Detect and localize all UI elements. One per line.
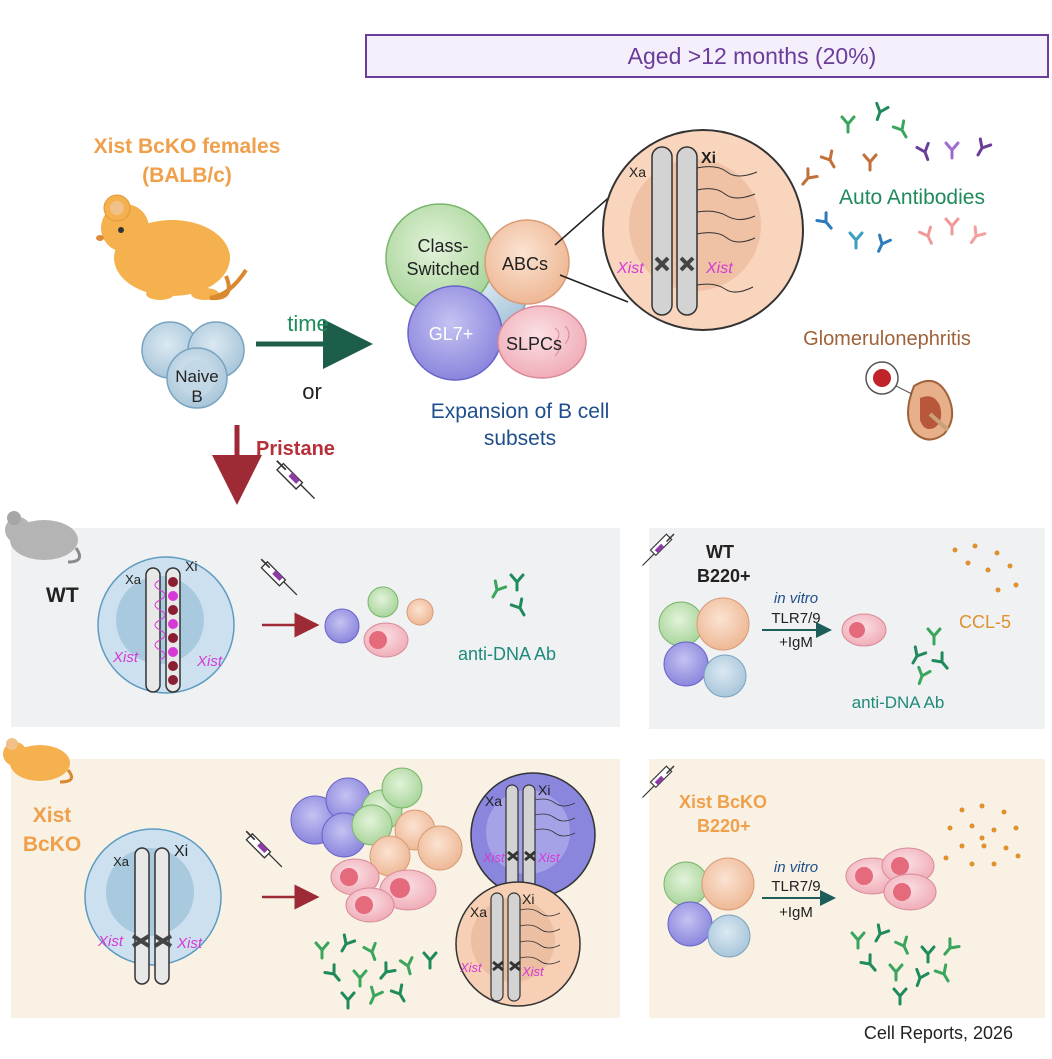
zoom-xist-label-right: Xist (705, 260, 733, 277)
wt-mouse-icon (5, 511, 82, 564)
expansion-label-line2: subsets (484, 427, 556, 450)
bcko-nucleus: Xa Xi Xist Xist (84, 828, 222, 985)
abc-nucleus-zoom: Xa Xi Xist Xist (602, 129, 804, 331)
gl7-label: GL7+ (429, 324, 474, 344)
kidney-icon (865, 361, 954, 441)
abcs-label: ABCs (502, 254, 548, 274)
auto-antibodies-label: Auto Antibodies (839, 186, 985, 209)
wt-b220-igm-label: +IgM (779, 634, 813, 651)
bcko-b220-cells (663, 857, 755, 958)
zoom-line-bottom (559, 274, 629, 303)
auto-antibodies-icon (796, 101, 993, 256)
wt-cell-cluster (324, 586, 434, 658)
wt-b220-title-line1: WT (706, 542, 734, 562)
header-text: Aged >12 months (20%) (628, 43, 877, 69)
bcko-b220-title-line1: Xist BcKO (679, 792, 767, 812)
bcko-b220-invitro-label: in vitro (774, 859, 818, 876)
wt-xist-label-right: Xist (196, 653, 223, 670)
expansion-label-line1: Expansion of B cell (431, 400, 610, 423)
bcko-gl7-nucleus: Xa Xi Xist Xist (470, 772, 596, 898)
zoom-xa-label: Xa (629, 164, 646, 180)
header-banner: Aged >12 months (20%) (365, 34, 1049, 78)
bcko-b220-plasma-cells (845, 847, 937, 911)
wt-b220-anti-dna-label: anti-DNA Ab (852, 693, 945, 712)
bcko-b220-title-line2: B220+ (697, 816, 751, 836)
bcko-zoom1-xist-right: Xist (537, 850, 561, 865)
wt-nucleus: Xa Xi Xist Xist (97, 556, 235, 694)
b-cell-subsets-cluster: Class- Switched ABCs GL7+ SLPCs (385, 203, 587, 381)
bcko-zoom1-xa-label: Xa (485, 793, 502, 809)
naive-b-label-line1: Naive (175, 367, 218, 386)
wt-xa-label: Xa (125, 572, 142, 587)
bcko-b220-cytokine-dots-icon (943, 803, 1021, 867)
wt-anti-dna-label: anti-DNA Ab (458, 644, 556, 664)
glomerulonephritis-label: Glomerulonephritis (803, 328, 971, 350)
or-label: or (302, 379, 322, 404)
pristane-label: Pristane (256, 438, 335, 460)
bcko-xist-label-left: Xist (97, 933, 124, 950)
bcko-zoom1-xist-left: Xist (482, 850, 506, 865)
wt-b220-invitro-label: in vitro (774, 590, 818, 607)
class-switched-label-line1: Class- (417, 236, 468, 256)
wt-title: WT (46, 584, 79, 607)
mouse-title-line1: Xist BcKO females (94, 135, 281, 158)
bcko-b220-igm-label: +IgM (779, 904, 813, 921)
bcko-cell-cluster (290, 767, 463, 923)
wt-xi-label: Xi (185, 558, 197, 574)
syringe-icon (275, 459, 316, 500)
time-label: time (287, 311, 329, 336)
wt-b220-tlr-label: TLR7/9 (771, 610, 820, 627)
bcko-zoom2-xa-label: Xa (470, 904, 487, 920)
bcko-xa-label: Xa (113, 854, 130, 869)
bcko-zoom2-xist-right: Xist (521, 964, 545, 979)
bcko-b220-tlr-label: TLR7/9 (771, 878, 820, 895)
zoom-xist-label-left: Xist (616, 260, 644, 277)
class-switched-label-line2: Switched (406, 259, 479, 279)
ccl5-label: CCL-5 (959, 612, 1011, 632)
wt-xist-label-left: Xist (112, 649, 139, 666)
naive-b-label-line2: B (191, 387, 202, 406)
bcko-mouse-icon (3, 738, 74, 784)
mouse-title-line2: (BALB/c) (142, 164, 232, 187)
bcko-title-line2: BcKO (23, 833, 81, 856)
wt-b220-plasma-cell (841, 613, 887, 647)
slpcs-label: SLPCs (506, 334, 562, 354)
mouse-icon (96, 194, 248, 301)
wt-b220-title-line2: B220+ (697, 566, 751, 586)
bcko-abc-nucleus: Xa Xi Xist Xist (455, 881, 581, 1007)
wt-b220-cells (658, 597, 750, 698)
bcko-xi-label: Xi (174, 843, 188, 860)
bcko-zoom2-xi-label: Xi (522, 891, 534, 907)
bcko-xist-label-right: Xist (176, 935, 203, 952)
bcko-zoom1-xi-label: Xi (538, 782, 550, 798)
zoom-xi-label: Xi (701, 150, 716, 167)
naive-b-cells: Naive B (141, 321, 245, 409)
bcko-title-line1: Xist (33, 804, 72, 827)
ccl5-dots-icon (952, 543, 1019, 593)
bcko-zoom2-xist-left: Xist (459, 960, 483, 975)
citation: Cell Reports, 2026 (864, 1023, 1013, 1043)
